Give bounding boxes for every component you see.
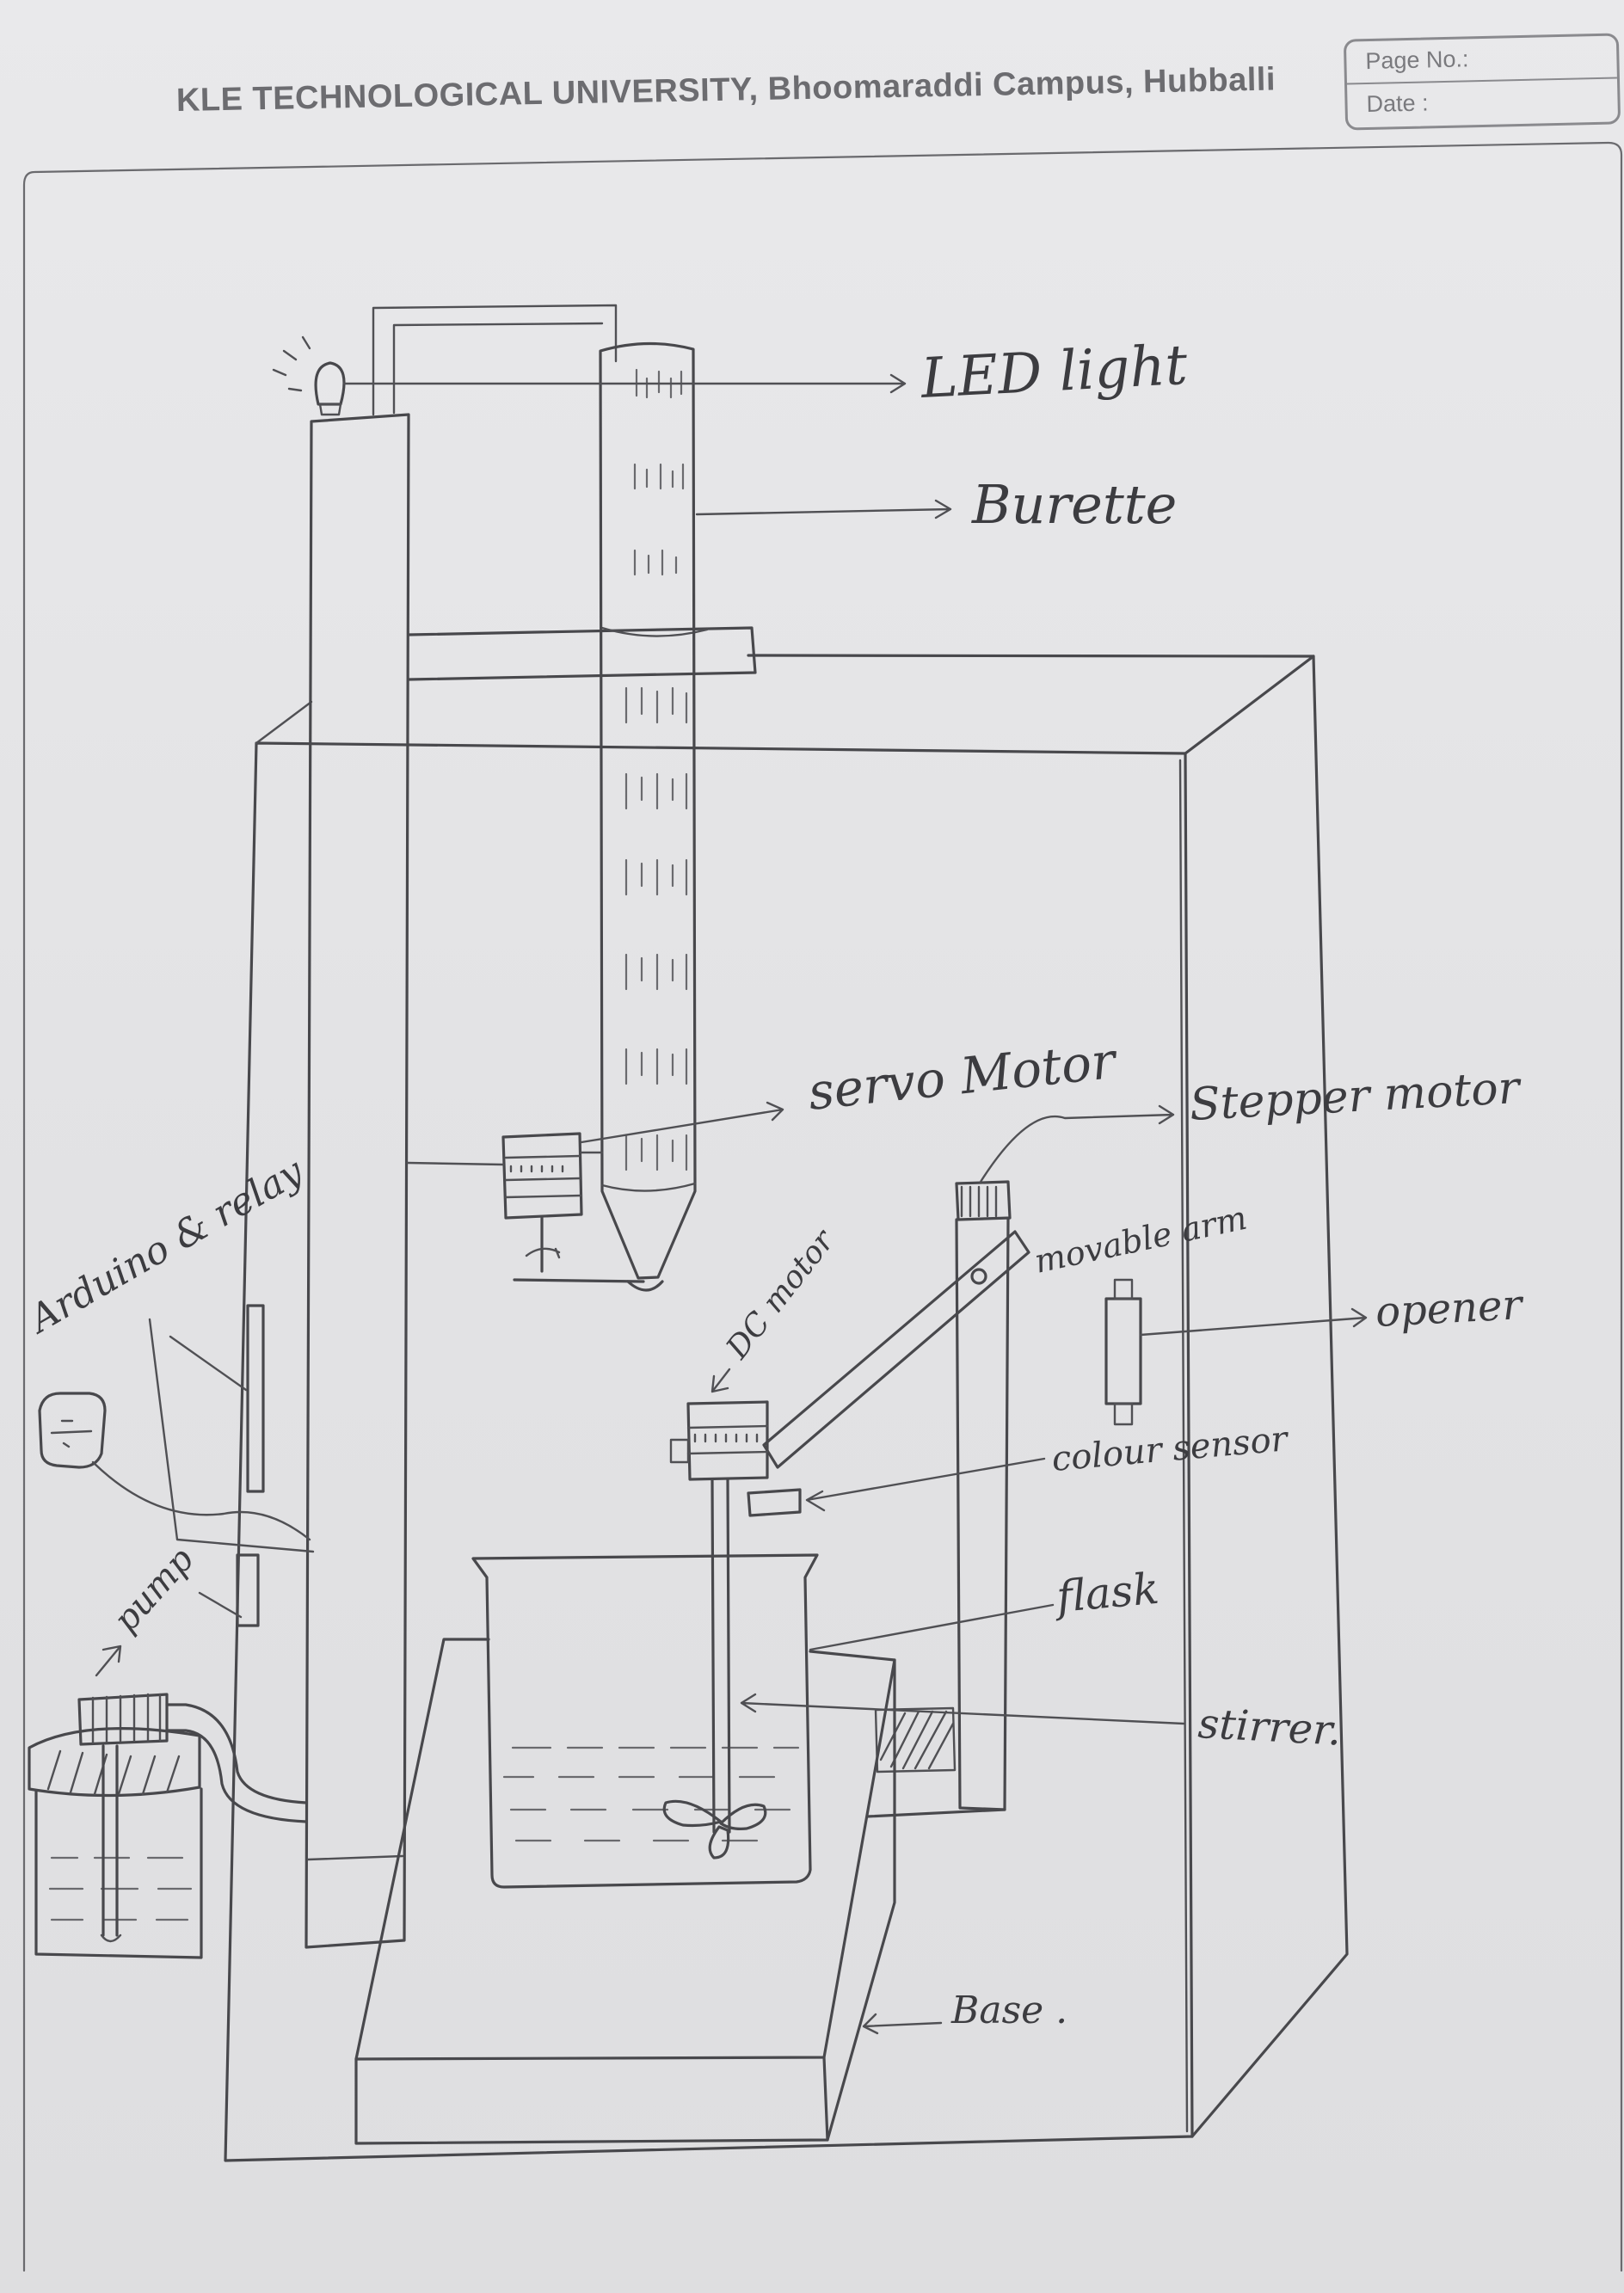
label-stirrer: stirrer. (1196, 1700, 1342, 1755)
label-stepper-motor: Stepper motor (1189, 1062, 1523, 1131)
leader-arrows (96, 375, 1366, 2033)
stand-pole (306, 305, 755, 1947)
label-flask: flask (1051, 1564, 1161, 1623)
stirrer (664, 1479, 766, 1858)
label-arduino-relay: Arduino & relay (20, 1149, 312, 1343)
label-dc-motor: DC motor (719, 1222, 842, 1366)
enclosure-box (225, 655, 1347, 2161)
label-pump: pump (106, 1540, 201, 1640)
label-servo-motor: servo Motor (805, 1031, 1121, 1122)
burette-graduations (626, 370, 686, 1170)
colour-sensor (748, 1490, 800, 1515)
flask (473, 1555, 817, 1887)
led-light (274, 337, 344, 415)
stirrer-holder (876, 1708, 955, 1772)
label-colour-sensor: colour sensor (1050, 1419, 1291, 1479)
pump-reservoir (29, 1694, 306, 1958)
label-led-light: LED light (919, 334, 1189, 411)
label-opener: opener (1375, 1281, 1526, 1337)
burette (600, 343, 695, 1290)
label-base: Base . (950, 1989, 1067, 2032)
label-movable-arm: movable arm (1031, 1199, 1251, 1281)
label-burette: Burette (971, 473, 1177, 536)
base-platform (356, 1639, 895, 2143)
opener (1106, 1280, 1141, 1424)
stepper-tower (867, 1182, 1010, 1817)
dc-motor (671, 1402, 767, 1479)
